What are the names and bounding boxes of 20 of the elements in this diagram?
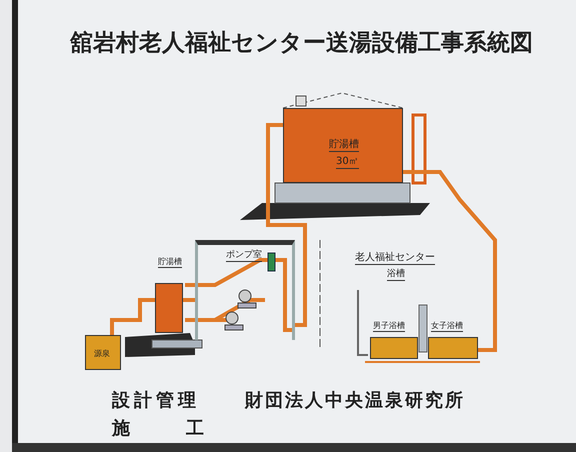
- pump-room: [195, 240, 295, 340]
- storage-tank: [283, 108, 403, 183]
- tank-label: 源泉: [94, 348, 110, 359]
- source-tank: [85, 335, 121, 370]
- heading: 老人福祉センター: [355, 250, 435, 265]
- role-label: 施工: [112, 417, 204, 440]
- pipe: [110, 298, 155, 335]
- sub-heading: 浴槽: [387, 267, 405, 281]
- tank-label: 男子浴槽: [373, 320, 405, 332]
- capacity-label: 30㎥: [336, 154, 359, 169]
- tank-label: 貯湯槽: [158, 256, 182, 268]
- room-label: ポンプ室: [226, 248, 262, 262]
- title: 舘岩村老人福祉センター送湯設備工事系統図: [70, 29, 533, 58]
- tank-label: 貯湯槽: [329, 137, 359, 152]
- pipe: [266, 123, 307, 327]
- pipe: [403, 170, 497, 352]
- role-label: 設計管理: [112, 389, 200, 412]
- pipe: [183, 298, 195, 302]
- tank-label: 女子浴槽: [431, 320, 463, 332]
- organization-name: 財団法人中央温泉研究所: [245, 389, 465, 412]
